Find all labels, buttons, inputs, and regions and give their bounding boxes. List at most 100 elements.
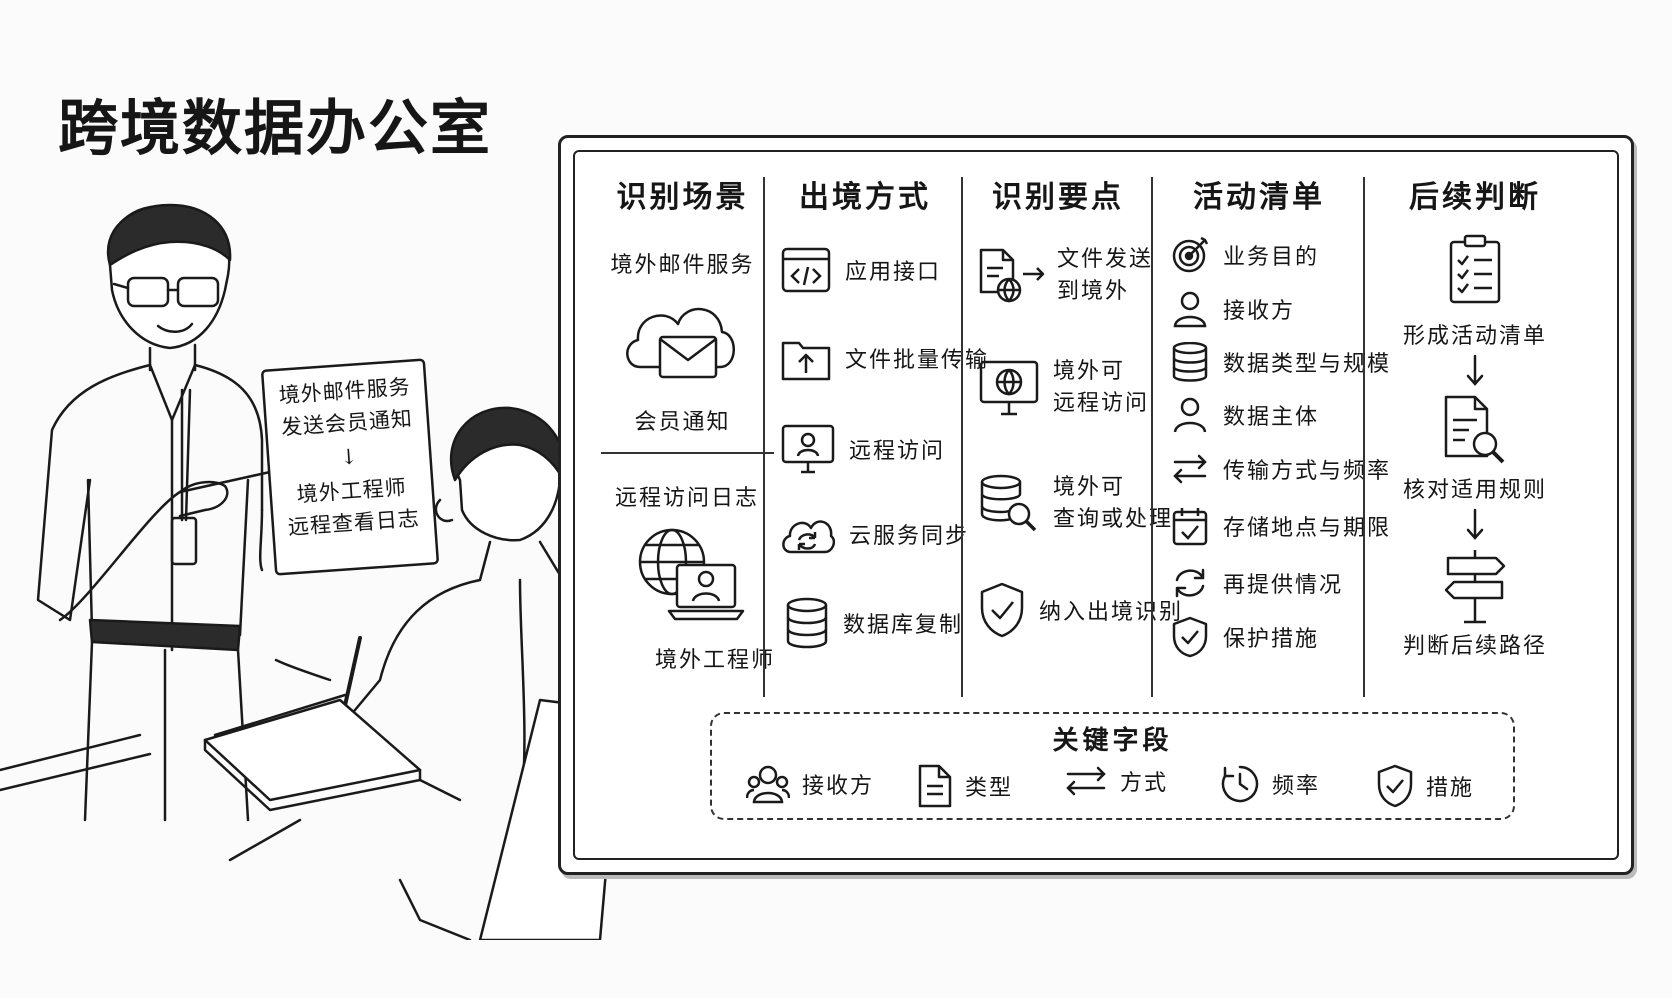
activity-label: 保护措施 (1223, 627, 1320, 652)
activity-label: 业务目的 (1223, 245, 1320, 270)
shield-check-icon (1172, 616, 1208, 658)
database-icon (786, 597, 828, 649)
method-item: 文件批量传输 (781, 335, 989, 381)
key-field: 类型 (917, 764, 1013, 808)
activity-label: 数据主体 (1223, 405, 1320, 430)
checklist-icon (1449, 234, 1501, 304)
activity-label: 存储地点与期限 (1223, 516, 1392, 541)
scenario-remote-caption: 境外工程师 (655, 648, 776, 673)
column-divider-3 (1151, 177, 1153, 697)
column-header-followup: 后续判断 (1409, 180, 1541, 215)
point-line-2: 到境外 (1057, 279, 1130, 304)
activity-item: 再提供情况 (1171, 564, 1343, 602)
point-item: 境外可查询或处理 (979, 472, 1173, 536)
cloud-mail-icon (626, 307, 735, 379)
scenario-remote-title: 远程访问日志 (615, 486, 760, 511)
office-illustration (0, 203, 622, 940)
followup-step-2: 核对适用规则 (1402, 478, 1547, 503)
api-code-icon (781, 247, 831, 293)
column-header-activities: 活动清单 (1193, 180, 1325, 215)
key-field-label: 方式 (1120, 771, 1169, 796)
activity-label: 数据类型与规模 (1223, 352, 1392, 377)
arrow-down-icon (1466, 508, 1484, 540)
point-line-1: 境外可 (1053, 359, 1126, 384)
activity-label: 接收方 (1223, 299, 1296, 324)
column-header-methods: 出境方式 (799, 180, 931, 215)
activity-item: 保护措施 (1171, 616, 1319, 658)
globe-laptop-icon (638, 528, 745, 621)
monitor-globe-icon (979, 360, 1039, 416)
point-line-2: 远程访问 (1053, 391, 1150, 416)
key-field-label: 接收方 (802, 774, 875, 799)
point-line-1: 文件发送 (1057, 247, 1154, 272)
key-field-label: 类型 (965, 776, 1014, 801)
signpost-icon (1444, 550, 1506, 624)
column-points: 识别要点 文件发送到境外 境外可远程访问 境外可查询或处理 纳入出境识别 (963, 172, 1181, 697)
key-field: 接收方 (746, 764, 874, 804)
sign-board (261, 358, 439, 576)
method-item: 远程访问 (781, 424, 945, 474)
activity-item: 存储地点与期限 (1171, 506, 1391, 546)
key-fields-box: 关键字段 接收方 类型 方式 频率 措施 (710, 712, 1515, 820)
followup-step-1: 形成活动清单 (1402, 324, 1547, 349)
database-icon (1172, 342, 1208, 382)
key-field: 频率 (1220, 764, 1320, 804)
column-scenario: 识别场景 境外邮件服务 会员通知 远程访问日志 (585, 172, 780, 697)
activity-label: 传输方式与频率 (1223, 459, 1392, 484)
column-divider-1 (763, 177, 765, 697)
method-item: 云服务同步 (779, 512, 969, 556)
activity-item: 业务目的 (1171, 236, 1319, 274)
column-divider-2 (961, 177, 963, 697)
column-divider-4 (1363, 177, 1365, 697)
refresh-icon (1175, 568, 1205, 598)
column-header-points: 识别要点 (992, 180, 1124, 215)
key-field-label: 措施 (1426, 776, 1475, 801)
users-icon (746, 765, 790, 804)
person-icon (1173, 397, 1207, 433)
method-label: 应用接口 (845, 260, 942, 285)
method-label: 远程访问 (849, 439, 946, 464)
calendar-check-icon (1172, 508, 1208, 546)
point-item: 文件发送到境外 (979, 244, 1153, 308)
held-sign: 境外邮件服务 发送会员通知 ↓ 境外工程师 远程查看日志 (259, 356, 441, 577)
point-item: 纳入出境识别 (979, 582, 1183, 638)
method-item: 应用接口 (781, 247, 941, 293)
scenario-email-caption: 会员通知 (634, 410, 731, 435)
monitor-user-icon (781, 424, 835, 474)
whiteboard: 识别场景 境外邮件服务 会员通知 远程访问日志 (558, 135, 1634, 875)
cloud-sync-icon (782, 520, 835, 554)
activity-label: 再提供情况 (1223, 573, 1344, 598)
scenario-email-title: 境外邮件服务 (610, 253, 755, 278)
key-field-label: 频率 (1272, 774, 1321, 799)
column-header-scenario: 识别场景 (616, 180, 749, 215)
document-icon (918, 764, 952, 808)
method-label: 数据库复制 (843, 613, 964, 638)
column-activities: 活动清单 业务目的 接收方 数据类型与规模 数据主体 传输方式与频率 (1153, 172, 1389, 697)
key-field: 方式 (1064, 764, 1168, 798)
shield-check-icon (980, 582, 1024, 638)
page-title: 跨境数据办公室 (58, 94, 492, 164)
activity-item: 数据类型与规模 (1171, 342, 1391, 382)
key-field: 措施 (1376, 764, 1474, 808)
arrow-down-icon (1466, 354, 1484, 386)
key-fields-title: 关键字段 (1052, 726, 1173, 756)
standing-man-figure (36, 203, 420, 822)
column-methods: 出境方式 应用接口 文件批量传输 远程访问 云服务同步 数据库复制 (765, 172, 987, 697)
transfer-arrows-icon (1066, 766, 1106, 796)
seated-man-figure (0, 406, 622, 940)
clock-icon (1221, 765, 1259, 803)
followup-step-3: 判断后续路径 (1402, 634, 1547, 659)
point-line-1: 境外可 (1053, 475, 1126, 500)
point-item: 境外可远程访问 (979, 356, 1149, 420)
shield-check-icon (1377, 764, 1413, 808)
folder-upload-icon (781, 341, 831, 381)
transfer-arrows-icon (1173, 454, 1207, 484)
file-send-globe-icon (979, 248, 1045, 303)
database-search-icon (980, 474, 1037, 532)
activity-item: 接收方 (1171, 290, 1295, 328)
activity-item: 传输方式与频率 (1171, 452, 1391, 486)
method-label: 云服务同步 (849, 524, 970, 549)
method-label: 文件批量传输 (845, 348, 990, 373)
document-search-icon (1444, 395, 1505, 464)
activity-item: 数据主体 (1171, 396, 1319, 434)
